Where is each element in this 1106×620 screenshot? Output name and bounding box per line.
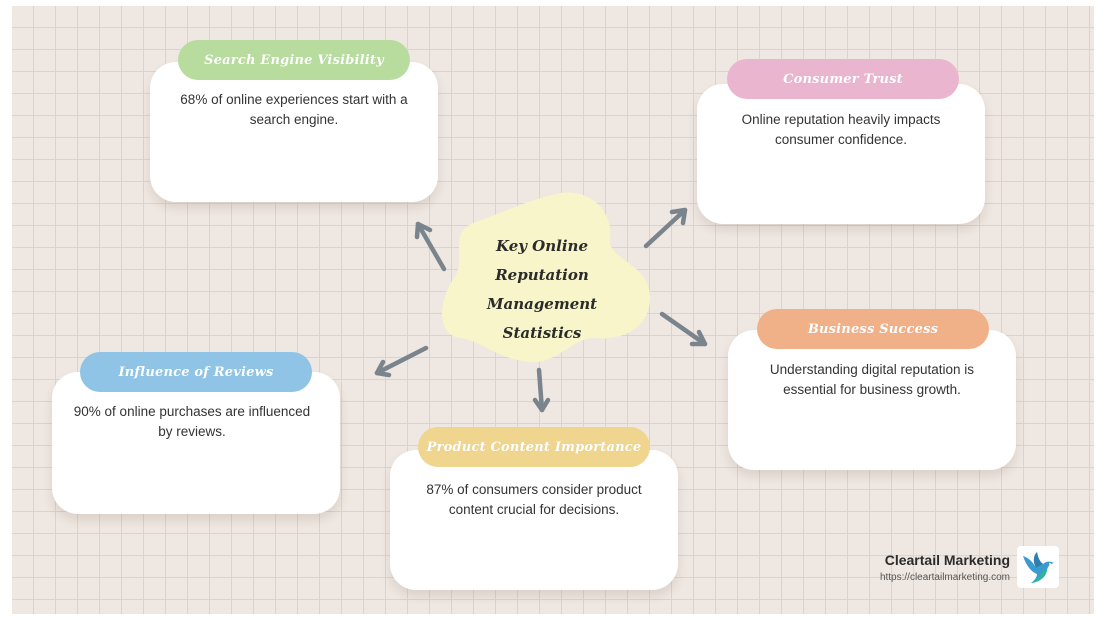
card-search-engine-text: 68% of online experiences start with a s… bbox=[180, 92, 408, 127]
card-consumer-trust-text: Online reputation heavily impacts consum… bbox=[741, 112, 941, 147]
arrow-to-search-engine bbox=[414, 221, 447, 272]
card-influence-of-reviews: 90% of online purchases are influenced b… bbox=[52, 372, 340, 514]
pill-product-content-importance: Product Content Importance bbox=[418, 427, 650, 467]
bird-logo-icon bbox=[1017, 546, 1059, 588]
card-product-content-text: 87% of consumers consider product conten… bbox=[426, 482, 642, 517]
pill-influence-of-reviews: Influence of Reviews bbox=[80, 352, 312, 392]
card-business-success-text: Understanding digital reputation is esse… bbox=[769, 362, 975, 397]
card-search-engine-visibility: 68% of online experiences start with a s… bbox=[150, 62, 438, 202]
card-business-success: Understanding digital reputation is esse… bbox=[728, 330, 1016, 470]
pill-search-engine-visibility: Search Engine Visibility bbox=[178, 40, 410, 80]
arrow-to-influence-reviews bbox=[374, 345, 429, 378]
arrow-to-product-content bbox=[532, 367, 551, 413]
arrow-to-business-success bbox=[659, 311, 708, 347]
center-title: Key Online Reputation Management Statist… bbox=[456, 232, 628, 348]
arrow-to-consumer-trust bbox=[643, 207, 688, 249]
brand-url[interactable]: https://cleartailmarketing.com bbox=[879, 572, 1010, 583]
brand-name: Cleartail Marketing bbox=[884, 552, 1010, 568]
card-influence-reviews-text: 90% of online purchases are influenced b… bbox=[73, 404, 311, 439]
pill-consumer-trust: Consumer Trust bbox=[727, 59, 959, 99]
center-blob-shape bbox=[442, 192, 651, 363]
center-title-line-1: Key Online Reputation bbox=[495, 237, 589, 284]
center-title-line-3: Statistics bbox=[502, 324, 582, 342]
card-product-content-importance: 87% of consumers consider product conten… bbox=[390, 450, 678, 590]
center-title-line-2: Management bbox=[486, 295, 598, 313]
card-consumer-trust: Online reputation heavily impacts consum… bbox=[697, 84, 985, 224]
pill-business-success: Business Success bbox=[757, 309, 989, 349]
